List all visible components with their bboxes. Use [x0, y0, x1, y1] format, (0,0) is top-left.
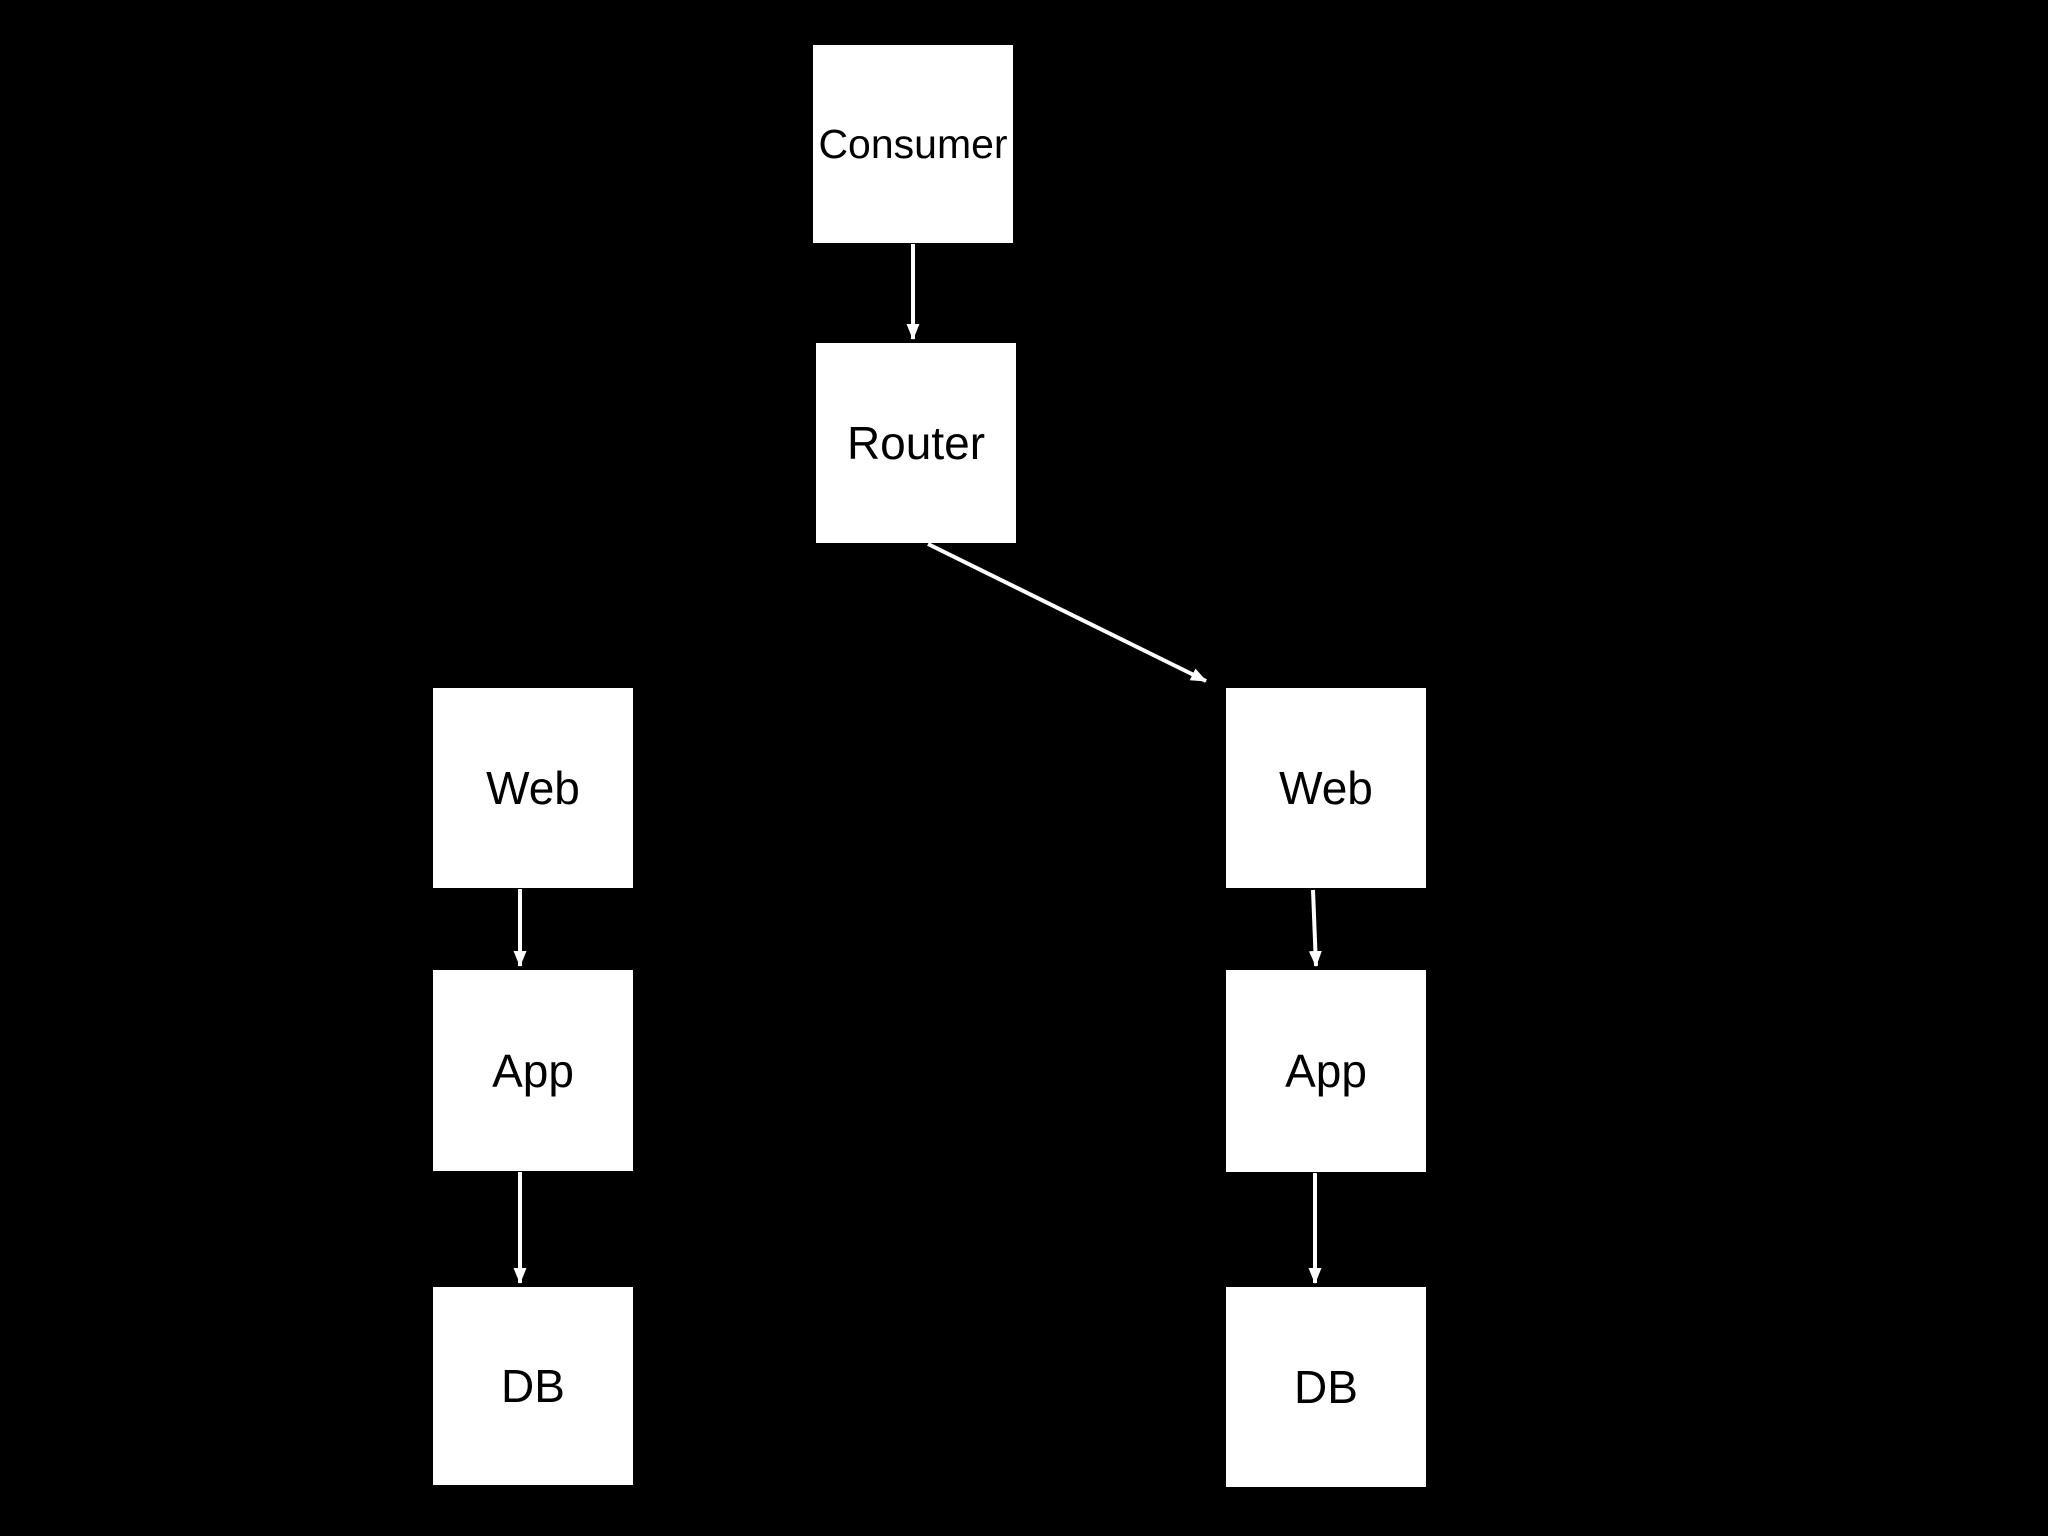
edge-router-web-right-arrow: [927, 542, 1207, 683]
edge-web-right-app-right-arrow: [1308, 889, 1322, 967]
node-db-right-label: DB: [1294, 1361, 1358, 1413]
node-app-left: App: [433, 970, 633, 1171]
node-consumer-label: Consumer: [818, 120, 1008, 167]
node-web-left: Web: [433, 688, 633, 888]
node-web-right-label: Web: [1279, 762, 1373, 814]
node-app-right: App: [1226, 970, 1426, 1172]
node-consumer: Consumer: [813, 45, 1013, 243]
node-db-right: DB: [1226, 1287, 1426, 1487]
node-app-right-label: App: [1285, 1045, 1367, 1097]
node-app-left-label: App: [492, 1044, 574, 1097]
node-router: Router: [816, 343, 1016, 543]
node-db-left-label: DB: [501, 1360, 565, 1412]
node-web-left-label: Web: [486, 762, 580, 814]
node-router-label: Router: [846, 417, 986, 469]
node-web-right: Web: [1226, 688, 1426, 888]
node-db-left: DB: [433, 1287, 633, 1485]
